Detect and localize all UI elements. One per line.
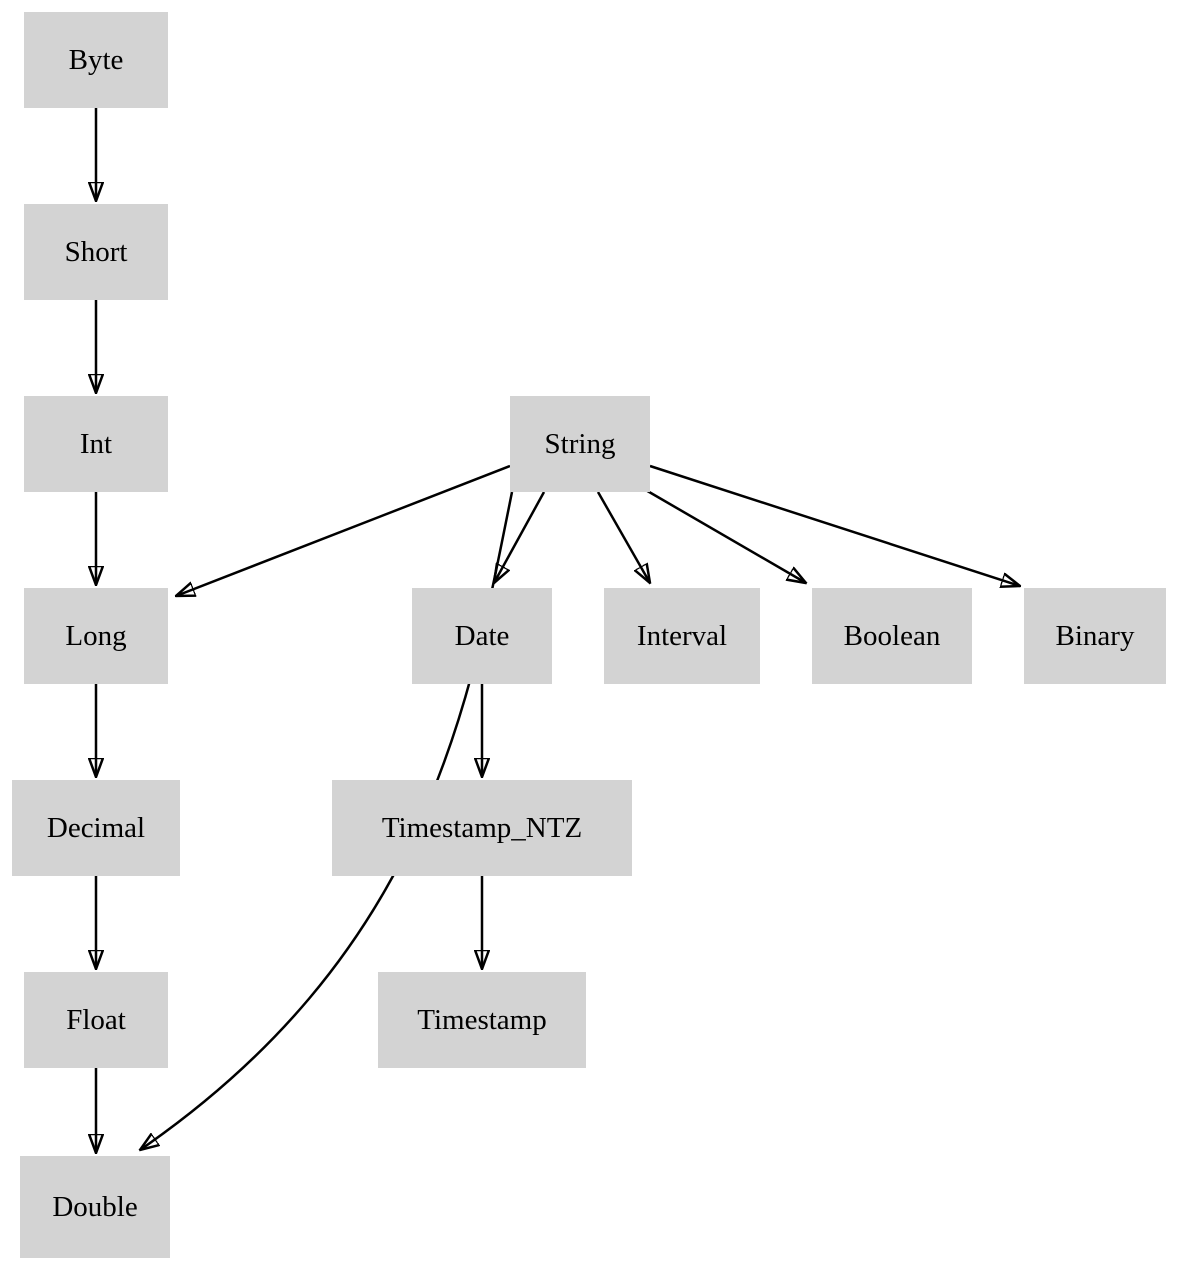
node-string: String (510, 396, 650, 492)
node-interval: Interval (604, 588, 760, 684)
node-binary: Binary (1024, 588, 1166, 684)
edge-string-interval (596, 491, 650, 583)
edge-string-boolean (643, 487, 806, 583)
node-short: Short (24, 204, 168, 300)
node-timestamp-ntz: Timestamp_NTZ (332, 780, 632, 876)
node-timestamp: Timestamp (378, 972, 586, 1068)
node-decimal: Decimal (12, 780, 180, 876)
node-boolean: Boolean (812, 588, 972, 684)
edge-string-binary (649, 464, 1020, 586)
edge-string-long (176, 464, 511, 596)
edge-string-date (494, 491, 546, 583)
node-date: Date (412, 588, 552, 684)
node-byte: Byte (24, 12, 168, 108)
node-double: Double (20, 1156, 170, 1258)
node-long: Long (24, 588, 168, 684)
node-float: Float (24, 972, 168, 1068)
node-int: Int (24, 396, 168, 492)
